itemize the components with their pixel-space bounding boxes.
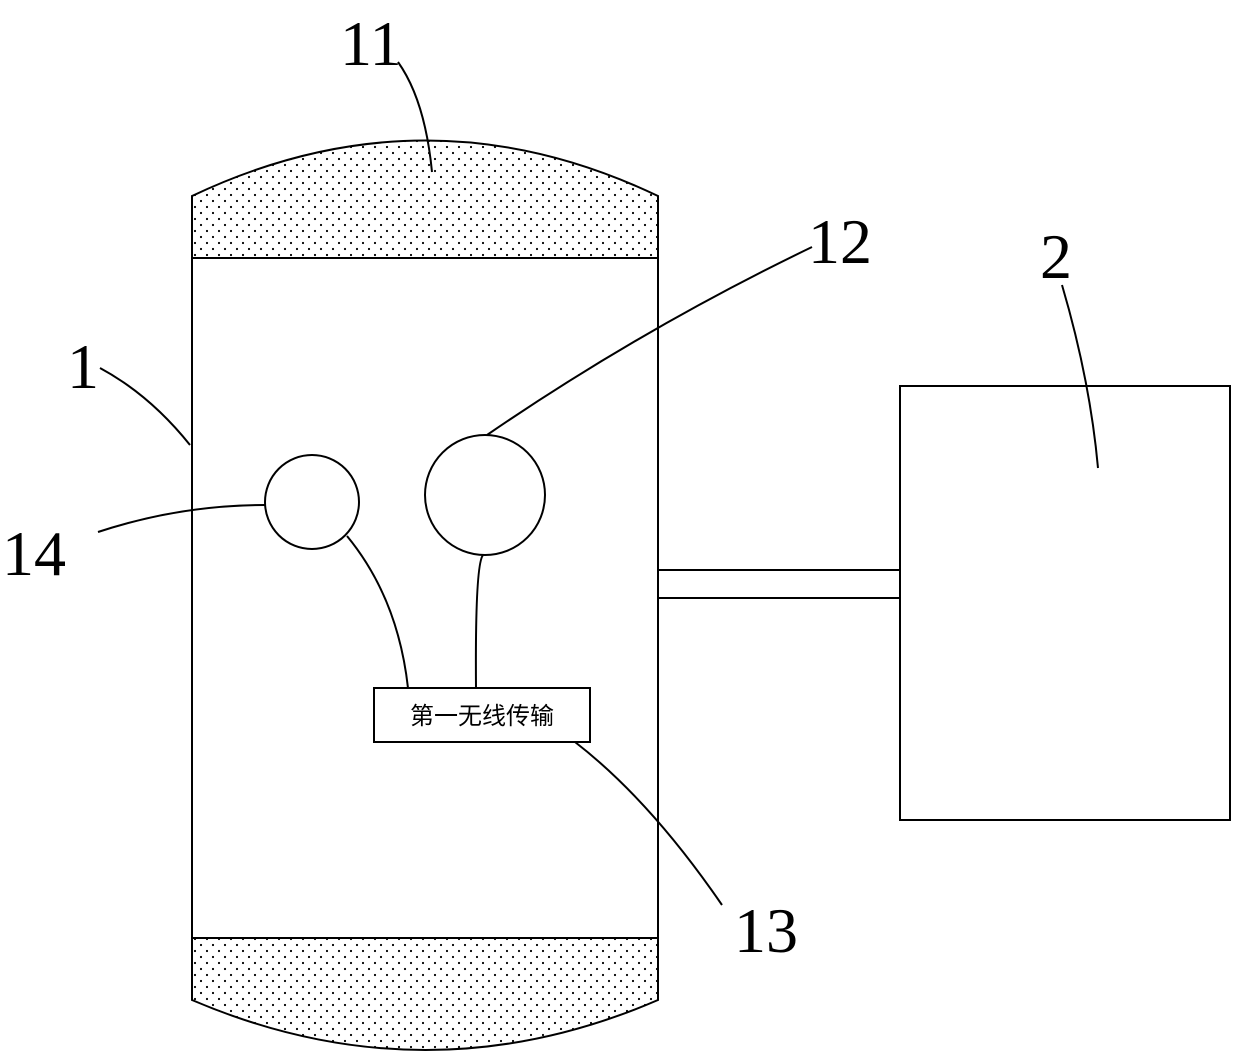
wireless-module-text: 第一无线传输 (410, 702, 554, 730)
label-top-cap: 11 (340, 8, 402, 79)
leader-vessel (100, 368, 190, 445)
leader-sensor-small (98, 505, 265, 532)
wire-sensor-small (347, 536, 408, 688)
label-vessel: 1 (67, 331, 99, 402)
sensor-small (265, 455, 359, 549)
sensor-large (425, 435, 545, 555)
label-wireless-module: 13 (734, 895, 798, 966)
label-sensor-large: 12 (808, 206, 872, 277)
top-cap (192, 141, 658, 259)
label-sensor-small: 14 (2, 518, 66, 589)
bottom-cap (192, 938, 658, 1050)
leader-wireless-module (575, 742, 722, 905)
label-external-unit: 2 (1040, 221, 1072, 292)
external-unit-box (900, 386, 1230, 820)
leader-external-unit (1062, 285, 1098, 468)
wire-sensor-large (476, 555, 483, 688)
leader-sensor-large (487, 247, 812, 435)
vessel (192, 141, 658, 1051)
